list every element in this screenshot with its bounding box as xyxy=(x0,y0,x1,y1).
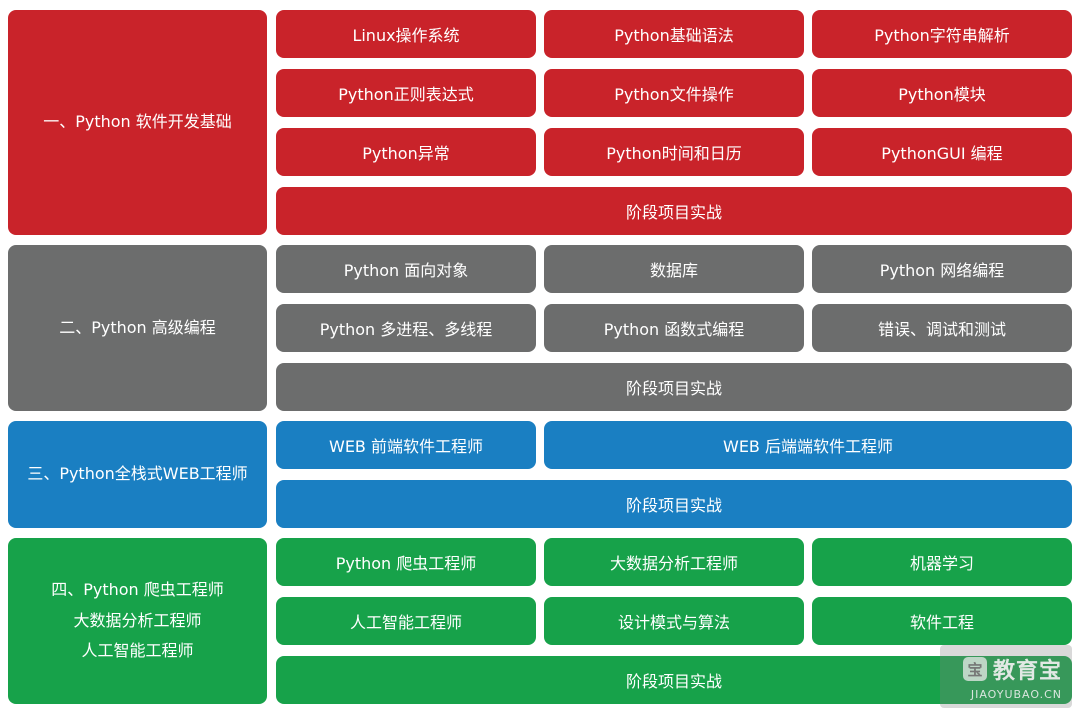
course-cell: WEB 后端端软件工程师 xyxy=(544,421,1072,469)
watermark-brand-row: 宝 教育宝 xyxy=(962,653,1062,685)
section-ai-bigdata: 四、Python 爬虫工程师 大数据分析工程师 人工智能工程师 Python 爬… xyxy=(8,538,1072,704)
section-label: 一、Python 软件开发基础 xyxy=(8,10,267,235)
stage-project-cell: 阶段项目实战 xyxy=(276,480,1072,528)
course-cell: Linux操作系统 xyxy=(276,10,536,58)
section-fullstack-web: 三、Python全栈式WEB工程师 WEB 前端软件工程师 WEB 后端端软件工… xyxy=(8,421,1072,528)
section-label: 二、Python 高级编程 xyxy=(8,245,267,411)
course-cell: Python模块 xyxy=(812,69,1072,117)
section-grid: Python 爬虫工程师 大数据分析工程师 机器学习 人工智能工程师 设计模式与… xyxy=(276,538,1072,704)
section-advanced: 二、Python 高级编程 Python 面向对象 数据库 Python 网络编… xyxy=(8,245,1072,411)
course-cell: Python 爬虫工程师 xyxy=(276,538,536,586)
course-cell: 设计模式与算法 xyxy=(544,597,804,645)
course-cell: Python时间和日历 xyxy=(544,128,804,176)
course-cell: PythonGUI 编程 xyxy=(812,128,1072,176)
course-cell: Python文件操作 xyxy=(544,69,804,117)
course-cell: WEB 前端软件工程师 xyxy=(276,421,536,469)
course-cell: Python 多进程、多线程 xyxy=(276,304,536,352)
watermark-brand: 教育宝 xyxy=(992,659,1062,684)
course-cell: Python 函数式编程 xyxy=(544,304,804,352)
stage-project-cell: 阶段项目实战 xyxy=(276,363,1072,411)
course-cell: 错误、调试和测试 xyxy=(812,304,1072,352)
course-cell: 人工智能工程师 xyxy=(276,597,536,645)
course-cell: Python 面向对象 xyxy=(276,245,536,293)
section-basics: 一、Python 软件开发基础 Linux操作系统 Python基础语法 Pyt… xyxy=(8,10,1072,235)
watermark-logo: 宝 教育宝 JIAOYUBAO.CN xyxy=(940,645,1072,708)
section-grid: Python 面向对象 数据库 Python 网络编程 Python 多进程、多… xyxy=(276,245,1072,411)
watermark-domain: JIAOYUBAO.CN xyxy=(970,688,1062,701)
course-cell: Python异常 xyxy=(276,128,536,176)
course-cell: Python基础语法 xyxy=(544,10,804,58)
stage-project-cell: 阶段项目实战 xyxy=(276,656,1072,704)
course-cell: Python 网络编程 xyxy=(812,245,1072,293)
section-grid: WEB 前端软件工程师 WEB 后端端软件工程师 阶段项目实战 xyxy=(276,421,1072,528)
stage-project-cell: 阶段项目实战 xyxy=(276,187,1072,235)
section-grid: Linux操作系统 Python基础语法 Python字符串解析 Python正… xyxy=(276,10,1072,235)
course-cell: Python正则表达式 xyxy=(276,69,536,117)
course-cell: Python字符串解析 xyxy=(812,10,1072,58)
course-cell: 机器学习 xyxy=(812,538,1072,586)
jiaoyubao-icon: 宝 xyxy=(962,657,987,681)
course-cell: 数据库 xyxy=(544,245,804,293)
section-label: 三、Python全栈式WEB工程师 xyxy=(8,421,267,528)
course-cell: 大数据分析工程师 xyxy=(544,538,804,586)
course-cell: 软件工程 xyxy=(812,597,1072,645)
section-label: 四、Python 爬虫工程师 大数据分析工程师 人工智能工程师 xyxy=(8,538,267,704)
